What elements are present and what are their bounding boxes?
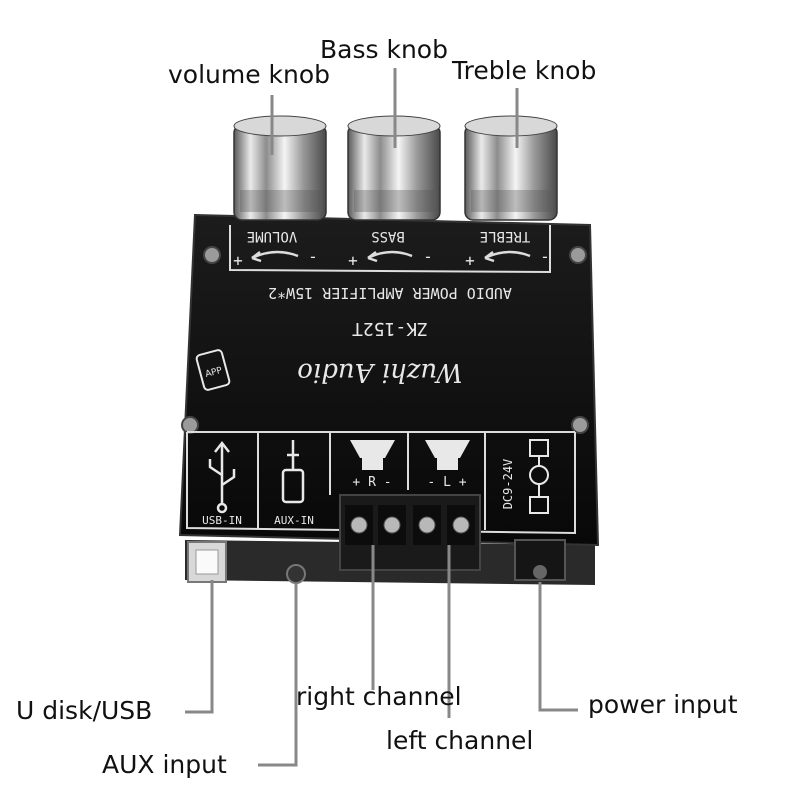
mounting-hole xyxy=(571,416,589,434)
left-channel-marks: - L + xyxy=(427,475,466,490)
svg-text:-: - xyxy=(308,247,318,266)
volume-knob-callout: volume knob xyxy=(168,60,331,89)
mounting-hole xyxy=(181,416,199,434)
usb-in-label: USB-IN xyxy=(202,514,242,527)
speaker-terminal-block xyxy=(339,494,481,571)
treble-knob-callout: Treble knob xyxy=(452,56,597,85)
terminal-screw xyxy=(418,516,436,534)
usb-callout: U disk/USB xyxy=(16,696,153,725)
treble-knob xyxy=(464,115,558,221)
bass-knob-callout: Bass knob xyxy=(320,35,448,64)
treble-label: TREBLE xyxy=(480,228,531,244)
svg-text:+: + xyxy=(233,251,243,270)
usb-icon xyxy=(208,440,236,514)
board-title: AUDIO POWER AMPLIFIER 15W*2 xyxy=(268,284,512,302)
bass-knob xyxy=(347,115,441,221)
aux-jack-icon xyxy=(281,440,305,504)
terminal-screw xyxy=(452,516,470,534)
volume-knob xyxy=(233,115,327,221)
knob-polarity: + - + - + - xyxy=(233,247,550,270)
aux-in-label: AUX-IN xyxy=(274,514,314,527)
brand-script: Wuzhi Audio xyxy=(297,357,463,387)
board: VOLUME BASS TREBLE + - + - + - AUDIO POW… xyxy=(178,213,600,585)
svg-text:APP: APP xyxy=(204,366,224,380)
right-channel-marks: + R - xyxy=(352,475,391,490)
volume-label: VOLUME xyxy=(247,228,298,244)
speaker-left-icon xyxy=(425,440,470,470)
bass-label: BASS xyxy=(371,228,405,244)
power-input-callout: power input xyxy=(588,690,738,719)
app-phone-icon: APP xyxy=(195,349,231,391)
svg-text:+: + xyxy=(465,251,475,270)
terminal-screw xyxy=(350,516,368,534)
mounting-hole xyxy=(203,246,221,264)
aux-jack xyxy=(286,564,306,584)
aux-input-callout: AUX input xyxy=(102,750,227,779)
speaker-right-icon xyxy=(350,440,395,470)
svg-text:-: - xyxy=(540,247,550,266)
knob-arrows xyxy=(251,250,531,263)
dc-polarity-icon xyxy=(529,439,549,514)
right-channel-callout: right channel xyxy=(296,682,462,711)
svg-text:+: + xyxy=(348,251,358,270)
leader-lines xyxy=(185,68,578,767)
terminal-screw xyxy=(383,516,401,534)
svg-text:-: - xyxy=(423,247,433,266)
mounting-hole xyxy=(569,246,587,264)
board-model: ZK-152T xyxy=(352,318,428,339)
left-channel-callout: left channel xyxy=(386,726,534,755)
dc-voltage-label: DC9-24V xyxy=(501,459,515,510)
